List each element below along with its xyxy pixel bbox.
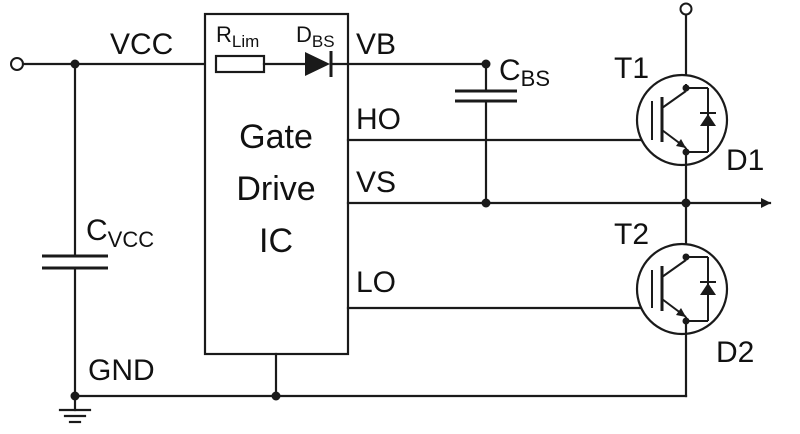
label-dbs: DBS <box>296 22 335 51</box>
label-cbs: CBS <box>499 54 550 91</box>
ic-label-ic: IC <box>259 222 293 260</box>
label-t1: T1 <box>614 52 649 85</box>
igbt-t1-icon <box>635 73 729 167</box>
label-cvcc: CVCC <box>86 214 154 252</box>
igbt-t2-icon <box>635 242 729 336</box>
diode-dbs-icon <box>305 52 330 76</box>
label-t2: T2 <box>614 218 649 251</box>
label-ho: HO <box>356 103 401 136</box>
label-gnd: GND <box>88 354 155 387</box>
label-vb: VB <box>356 28 396 61</box>
ground-icon <box>58 408 92 424</box>
junction-ic-gnd <box>271 391 281 401</box>
vcc-terminal <box>10 57 24 71</box>
label-d1: D1 <box>726 144 764 177</box>
resistor-rlim <box>214 54 266 74</box>
label-d2: D2 <box>716 336 754 369</box>
ic-label-drive: Drive <box>236 170 315 208</box>
label-rlim: RLim <box>216 22 259 51</box>
label-vcc: VCC <box>110 28 173 61</box>
ic-label-gate: Gate <box>239 118 313 156</box>
label-lo: LO <box>356 266 396 299</box>
dc-plus-terminal <box>679 2 693 16</box>
label-vs: VS <box>356 166 396 199</box>
